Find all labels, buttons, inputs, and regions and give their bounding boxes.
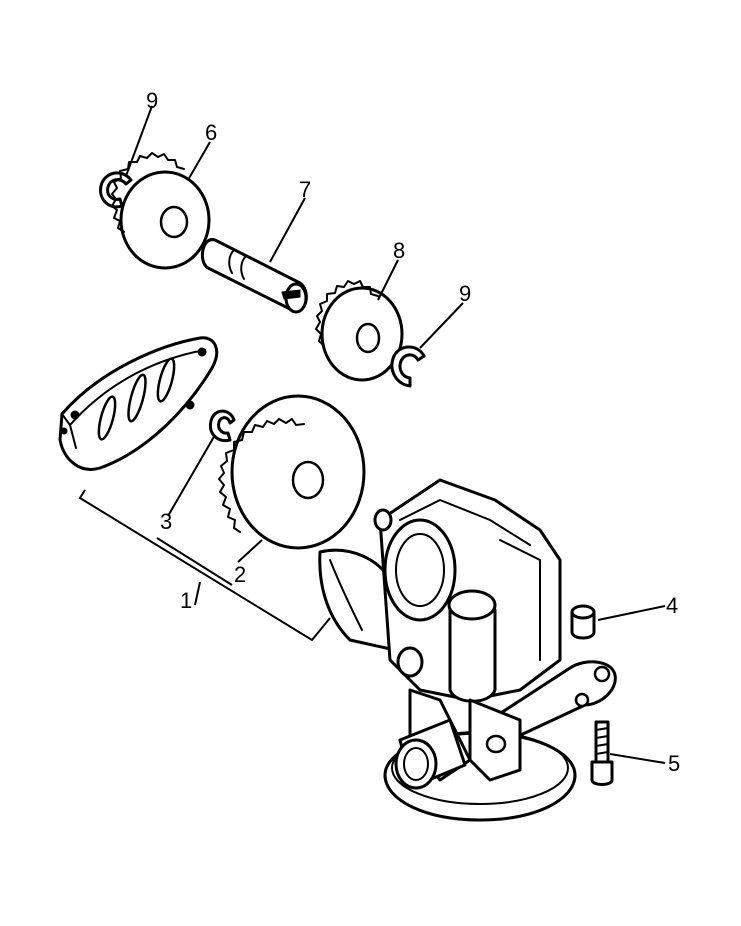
drive-shaft	[200, 238, 308, 314]
dowel-sleeve-part-4	[570, 604, 596, 640]
leader-lines	[78, 105, 666, 764]
callout-2: 2	[234, 562, 246, 587]
circlip-part-3	[208, 409, 236, 443]
callout-1: 1	[180, 588, 192, 613]
callout-8: 8	[393, 238, 405, 263]
circlip-right	[390, 345, 426, 388]
gear-small-right	[315, 280, 404, 382]
callout-3: 3	[160, 509, 172, 534]
gear-large-part-2	[218, 394, 366, 550]
pump-cover-plate	[58, 336, 219, 471]
oil-pump-body	[318, 478, 617, 822]
callout-7: 7	[299, 177, 311, 202]
callout-6: 6	[205, 120, 217, 145]
gear-small-upper	[111, 152, 211, 270]
callout-9-top: 9	[146, 88, 158, 113]
bolt-part-5	[590, 720, 614, 786]
callout-5: 5	[668, 751, 680, 776]
callout-9-right: 9	[459, 281, 471, 306]
circlip-top-left	[99, 171, 133, 209]
callout-4: 4	[666, 593, 678, 618]
